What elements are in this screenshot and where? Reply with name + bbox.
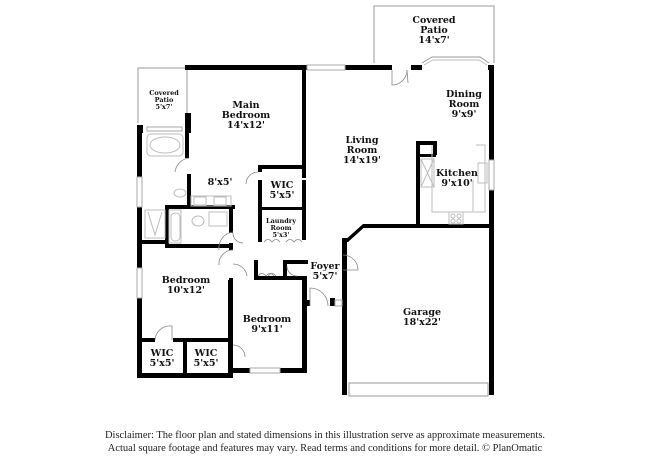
room-dimensions: 18'x22'	[403, 316, 441, 328]
room-name: Bedroom	[242, 314, 292, 325]
room-label-wic-3: WIC 5'x5'	[194, 349, 219, 369]
room-name: Garage	[402, 307, 442, 318]
room-label-covered-patio-top: Covered Patio 14'x7'	[412, 16, 455, 46]
room-name: Laundry	[266, 217, 296, 225]
interior-walls	[137, 65, 494, 378]
disclaimer: Disclaimer: The floor plan and stated di…	[0, 429, 650, 455]
room-dimensions: 8'x5'	[207, 177, 233, 188]
room-label-main-bath: 8'x5'	[208, 178, 233, 188]
room-dimensions: 9'x9'	[451, 108, 477, 120]
room-dimensions: 9'x10'	[441, 177, 473, 189]
room-name-2: Patio	[420, 24, 448, 36]
room-name: Covered	[149, 89, 179, 97]
exterior-walls	[137, 65, 494, 395]
room-name: Main	[232, 100, 260, 111]
room-name: Living	[345, 135, 379, 146]
room-dimensions: 14'x7'	[418, 34, 450, 46]
room-name-2: Room	[270, 223, 292, 232]
room-name: Bedroom	[161, 275, 211, 286]
room-name-2: Room	[346, 144, 378, 156]
room-dimensions: 5'x3'	[272, 230, 290, 239]
room-dimensions: 5'x5'	[193, 357, 219, 369]
room-label-wic-2: WIC 5'x5'	[150, 349, 175, 369]
room-name-2: Patio	[154, 95, 174, 104]
room-dimensions: 5'x5'	[149, 357, 175, 369]
room-name-2: Room	[448, 98, 480, 110]
room-label-wic-main: WIC 5'x5'	[270, 181, 295, 201]
room-dimensions: 10'x12'	[167, 284, 205, 296]
covered-patio-left-outline	[137, 67, 188, 123]
disclaimer-line-2: Actual square footage and features may v…	[107, 443, 543, 454]
room-name: WIC	[194, 348, 218, 359]
covered-patio-top-outline	[373, 5, 495, 66]
room-name: WIC	[270, 180, 294, 191]
room-name: WIC	[150, 348, 174, 359]
room-dimensions: 5'x7'	[155, 102, 173, 111]
room-name: Kitchen	[436, 168, 478, 179]
disclaimer-line-1: Disclaimer: The floor plan and stated di…	[104, 430, 546, 441]
room-dimensions: 14'x19'	[343, 154, 381, 166]
room-name-2: Bedroom	[221, 109, 271, 121]
room-label-bedroom-2: Bedroom 10'x12'	[162, 276, 210, 296]
room-dimensions: 9'x11'	[251, 323, 283, 335]
room-label-covered-patio-left: Covered Patio 5'x7'	[149, 90, 179, 110]
room-dimensions: 5'x5'	[269, 189, 295, 201]
room-label-kitchen: Kitchen 9'x10'	[436, 169, 478, 189]
room-label-bedroom-3: Bedroom 9'x11'	[243, 315, 291, 335]
room-label-foyer: Foyer 5'x7'	[310, 262, 339, 282]
door-swings	[154, 69, 409, 358]
room-dimensions: 5'x7'	[312, 270, 338, 282]
room-label-garage: Garage 18'x22'	[403, 308, 441, 328]
room-label-laundry-room: Laundry Room 5'x3'	[266, 218, 296, 238]
fixtures	[144, 133, 489, 397]
room-name: Foyer	[310, 261, 340, 272]
room-name: Covered	[412, 15, 456, 26]
room-dimensions: 14'x12'	[227, 119, 265, 131]
room-label-dining-room: Dining Room 9'x9'	[446, 90, 482, 120]
room-label-main-bedroom: Main Bedroom 14'x12'	[222, 101, 270, 131]
windows	[136, 64, 495, 374]
room-label-living-room: Living Room 14'x19'	[343, 136, 381, 166]
room-name: Dining	[446, 89, 482, 100]
